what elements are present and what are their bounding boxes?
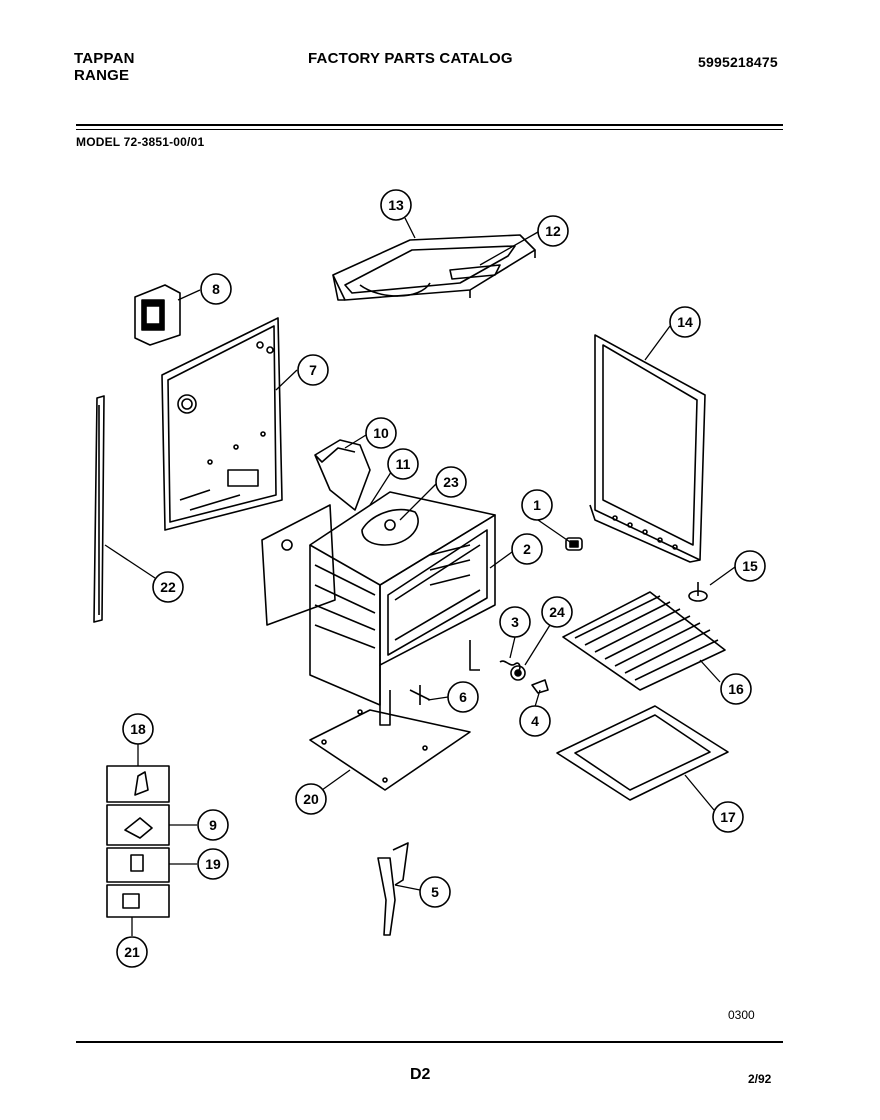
callout-8: 8 — [200, 273, 232, 305]
left-side-panel-part — [261, 504, 336, 626]
bottom-panel-part — [309, 709, 471, 791]
hinge-pin-part — [409, 685, 431, 705]
oven-rack-part — [562, 591, 726, 691]
callout-1: 1 — [521, 489, 553, 521]
callout-label: 11 — [396, 456, 411, 472]
parts-kit-box — [106, 884, 170, 918]
parts-kit-box — [106, 765, 170, 803]
callout-label: 16 — [728, 681, 744, 697]
knob-part — [565, 537, 583, 551]
callout-label: 20 — [303, 791, 319, 807]
callout-24: 24 — [541, 596, 573, 628]
callout-17: 17 — [712, 801, 744, 833]
callout-label: 3 — [511, 614, 519, 630]
callout-label: 24 — [549, 604, 565, 620]
callout-21: 21 — [116, 936, 148, 968]
callout-13: 13 — [380, 189, 412, 221]
callout-22: 22 — [152, 571, 184, 603]
callout-label: 10 — [373, 425, 389, 441]
parts-kit-box — [106, 847, 170, 883]
footer-rule — [76, 1041, 783, 1043]
callout-14: 14 — [669, 306, 701, 338]
callout-3: 3 — [499, 606, 531, 638]
trim-strip-part — [93, 395, 105, 623]
callout-label: 1 — [533, 497, 541, 513]
leveler-part — [688, 582, 708, 602]
callout-label: 12 — [545, 223, 561, 239]
catalog-title: FACTORY PARTS CATALOG — [308, 50, 513, 67]
callout-18: 18 — [122, 713, 154, 745]
side-frame-part — [589, 334, 706, 563]
brand-block: TAPPAN RANGE — [74, 50, 135, 84]
callout-16: 16 — [720, 673, 752, 705]
page-date: 2/92 — [748, 1072, 772, 1086]
parts-kit-box — [106, 804, 170, 846]
header-rule-thin — [76, 129, 783, 130]
callout-15: 15 — [734, 550, 766, 582]
callout-9: 9 — [197, 809, 229, 841]
callout-4: 4 — [519, 705, 551, 737]
callout-label: 14 — [677, 314, 693, 330]
callout-label: 22 — [160, 579, 176, 595]
callout-5: 5 — [419, 876, 451, 908]
callout-label: 6 — [459, 689, 467, 705]
callout-label: 19 — [205, 856, 221, 872]
header-rule — [76, 124, 783, 126]
product-type: RANGE — [74, 67, 130, 84]
bracket-part — [134, 284, 181, 346]
oven-body-part — [309, 491, 496, 726]
page-id: D2 — [410, 1066, 431, 1083]
callout-label: 18 — [130, 721, 146, 737]
callout-label: 21 — [124, 944, 140, 960]
brand-name: TAPPAN — [74, 50, 135, 67]
leader-lines — [104, 217, 736, 936]
figure-code: 0300 — [728, 1008, 755, 1022]
callout-label: 13 — [388, 197, 404, 213]
callout-6: 6 — [447, 681, 479, 713]
drip-tray-part — [556, 705, 729, 801]
callout-label: 7 — [309, 362, 317, 378]
callout-label: 23 — [443, 474, 459, 490]
callout-12: 12 — [537, 215, 569, 247]
model-number: MODEL 72-3851-00/01 — [76, 135, 205, 149]
callout-11: 11 — [387, 448, 419, 480]
callout-10: 10 — [365, 417, 397, 449]
callout-2: 2 — [511, 533, 543, 565]
callout-7: 7 — [297, 354, 329, 386]
rear-panel-part — [161, 317, 283, 531]
callout-label: 9 — [209, 817, 217, 833]
vent-duct-part — [314, 439, 371, 511]
callout-label: 8 — [212, 281, 220, 297]
top-cover-part — [332, 234, 536, 301]
burner-part — [361, 508, 419, 546]
pin-part — [531, 679, 549, 694]
washer-part — [510, 665, 526, 681]
callout-19: 19 — [197, 848, 229, 880]
callout-label: 4 — [531, 713, 539, 729]
spring-part — [499, 660, 521, 673]
callout-label: 15 — [742, 558, 758, 574]
catalog-number: 5995218475 — [698, 54, 778, 70]
callout-23: 23 — [435, 466, 467, 498]
callout-label: 5 — [431, 884, 439, 900]
callout-label: 2 — [523, 541, 531, 557]
callout-label: 17 — [720, 809, 736, 825]
callout-20: 20 — [295, 783, 327, 815]
broiler-clip-part — [377, 842, 409, 936]
